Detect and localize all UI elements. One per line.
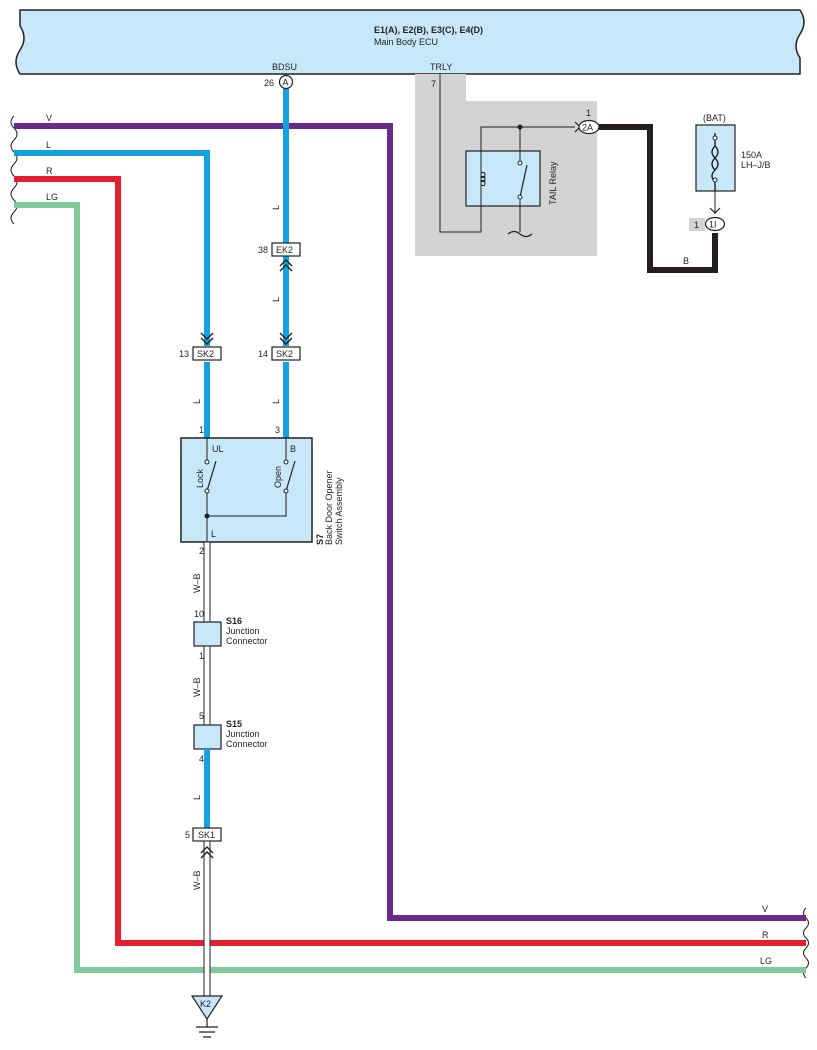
switch-code: S7 (315, 534, 325, 545)
wire-r (14, 176, 806, 946)
label-wire-lg: LG (46, 192, 58, 202)
relay-pin-label: 2A (582, 123, 593, 133)
fuse-connector-1i: 1I 1 (689, 216, 726, 232)
ground-symbol (196, 1019, 218, 1038)
connector-sk2-right: SK2 14 (258, 346, 301, 361)
label-bdsu-l-1: L (271, 205, 281, 210)
label-s15-l: L (192, 795, 202, 800)
switch-pin1: 1 (199, 425, 204, 435)
label-wb-3: W–B (192, 870, 202, 890)
switch-open-contact (285, 460, 296, 492)
fuse-pin-label: 1I (709, 220, 717, 230)
fuse-rating: 150A (741, 150, 762, 160)
connector-sk2-left-chevron (200, 332, 214, 345)
ecu-pin-bdsu-num: 26 (264, 78, 274, 88)
relay-pin-num: 1 (586, 108, 591, 118)
s16-pin-bottom: 1 (199, 651, 204, 661)
switch-name-line2: Switch Assembly (334, 477, 344, 545)
switch-open: Open (273, 466, 283, 488)
ecu-name: Main Body ECU (374, 37, 438, 47)
switch-lock-contact (206, 460, 217, 492)
switch-lock: Lock (195, 468, 205, 488)
wire-lg (14, 202, 806, 973)
s16-pin-top: 10 (194, 609, 204, 619)
ecu-title: E1(A), E2(B), E3(C), E4(D) (374, 25, 483, 35)
ecu-pin-trly: TRLY (430, 62, 452, 72)
ground-k2-label: K2 (200, 999, 211, 1009)
ecu-pin-bdsu-letter: A (283, 78, 289, 88)
fuse-symbol-inner (711, 145, 719, 171)
tail-relay: TAIL Relay (465, 124, 558, 238)
ecu-pin-trly-num: 7 (431, 79, 436, 89)
connector-ek2-label: EK2 (276, 245, 293, 255)
label-wire-lg-right: LG (760, 956, 772, 966)
s15-pin-top: 5 (199, 711, 204, 721)
switch-b: B (290, 444, 296, 454)
s15-line2: Connector (226, 739, 268, 749)
wire-b (599, 124, 718, 273)
connector-sk1-num: 5 (185, 830, 190, 840)
switch-l: L (211, 529, 216, 539)
wire-v (14, 123, 806, 921)
s16-line2: Connector (226, 636, 268, 646)
connector-sk1: SK1 5 (185, 827, 222, 842)
fuse-group: (BAT) (703, 113, 726, 123)
switch-pin2: 2 (199, 546, 204, 556)
fuse-pin-num: 1 (694, 220, 699, 230)
switch-pin3: 3 (275, 425, 280, 435)
s15-pin-bottom: 4 (199, 754, 204, 764)
s15-code: S15 (226, 719, 242, 729)
connector-sk1-label: SK1 (198, 830, 215, 840)
relay-coil (479, 171, 486, 187)
connector-sk2-left-num: 13 (179, 349, 189, 359)
wire-wb-3 (203, 840, 211, 997)
connector-sk2-left-label: SK2 (197, 349, 214, 359)
s16-line1: Junction (226, 626, 260, 636)
relay-output-tilde (507, 230, 533, 238)
label-wire-l: L (46, 140, 51, 150)
s16-code: S16 (226, 616, 242, 626)
label-wire-b: B (683, 256, 689, 266)
connector-sk2-left: SK2 13 (179, 346, 222, 361)
ecu-pin-bdsu-connector: A 26 (264, 74, 294, 90)
fuse-output-chevron (709, 207, 721, 214)
back-door-opener-switch: 1 3 UL B L Lock Open S7 Back Door Opener… (180, 425, 344, 545)
wire-wb-2 (203, 645, 211, 726)
fuse-150a: (BAT) 150A LH–J/B (695, 113, 771, 192)
ground-k2: K2 (190, 995, 224, 1038)
switch-name-line1: Back Door Opener (324, 470, 334, 545)
label-sk2-right-l: L (271, 399, 281, 404)
connector-sk1-chevron (200, 846, 214, 859)
label-wire-v-right: V (762, 904, 768, 914)
wire-wb-1 (203, 541, 211, 623)
label-wb-1: W–B (192, 573, 202, 593)
connector-ek2-num: 38 (258, 245, 268, 255)
connector-sk2-right-num: 14 (258, 349, 268, 359)
junction-connector-s15: 5 4 S15 Junction Connector (193, 711, 268, 764)
label-wire-v: V (46, 113, 52, 123)
relay-name: TAIL Relay (548, 161, 558, 205)
switch-ul: UL (212, 444, 224, 454)
ecu-pin-bdsu: BDSU (272, 62, 297, 72)
label-wb-2: W–B (192, 677, 202, 697)
label-sk2-left-l: L (192, 399, 202, 404)
fuse-location: LH–J/B (741, 160, 771, 170)
fuse-symbol (711, 133, 719, 191)
label-bdsu-l-2: L (271, 297, 281, 302)
connector-ek2-chevron (279, 259, 293, 272)
label-wire-r-right: R (762, 930, 769, 940)
main-body-ecu: E1(A), E2(B), E3(C), E4(D) Main Body ECU… (15, 9, 805, 75)
wire-l-left (14, 150, 210, 346)
wire-break-marks-right (803, 907, 809, 979)
relay-connector-2a: 2A 1 (574, 108, 600, 135)
connector-ek2: EK2 38 (258, 242, 301, 272)
connector-sk2-right-label: SK2 (276, 349, 293, 359)
connector-sk2-right-chevron (279, 332, 293, 345)
relay-switch-contact (519, 164, 528, 198)
s15-line1: Junction (226, 729, 260, 739)
label-wire-r: R (46, 166, 53, 176)
